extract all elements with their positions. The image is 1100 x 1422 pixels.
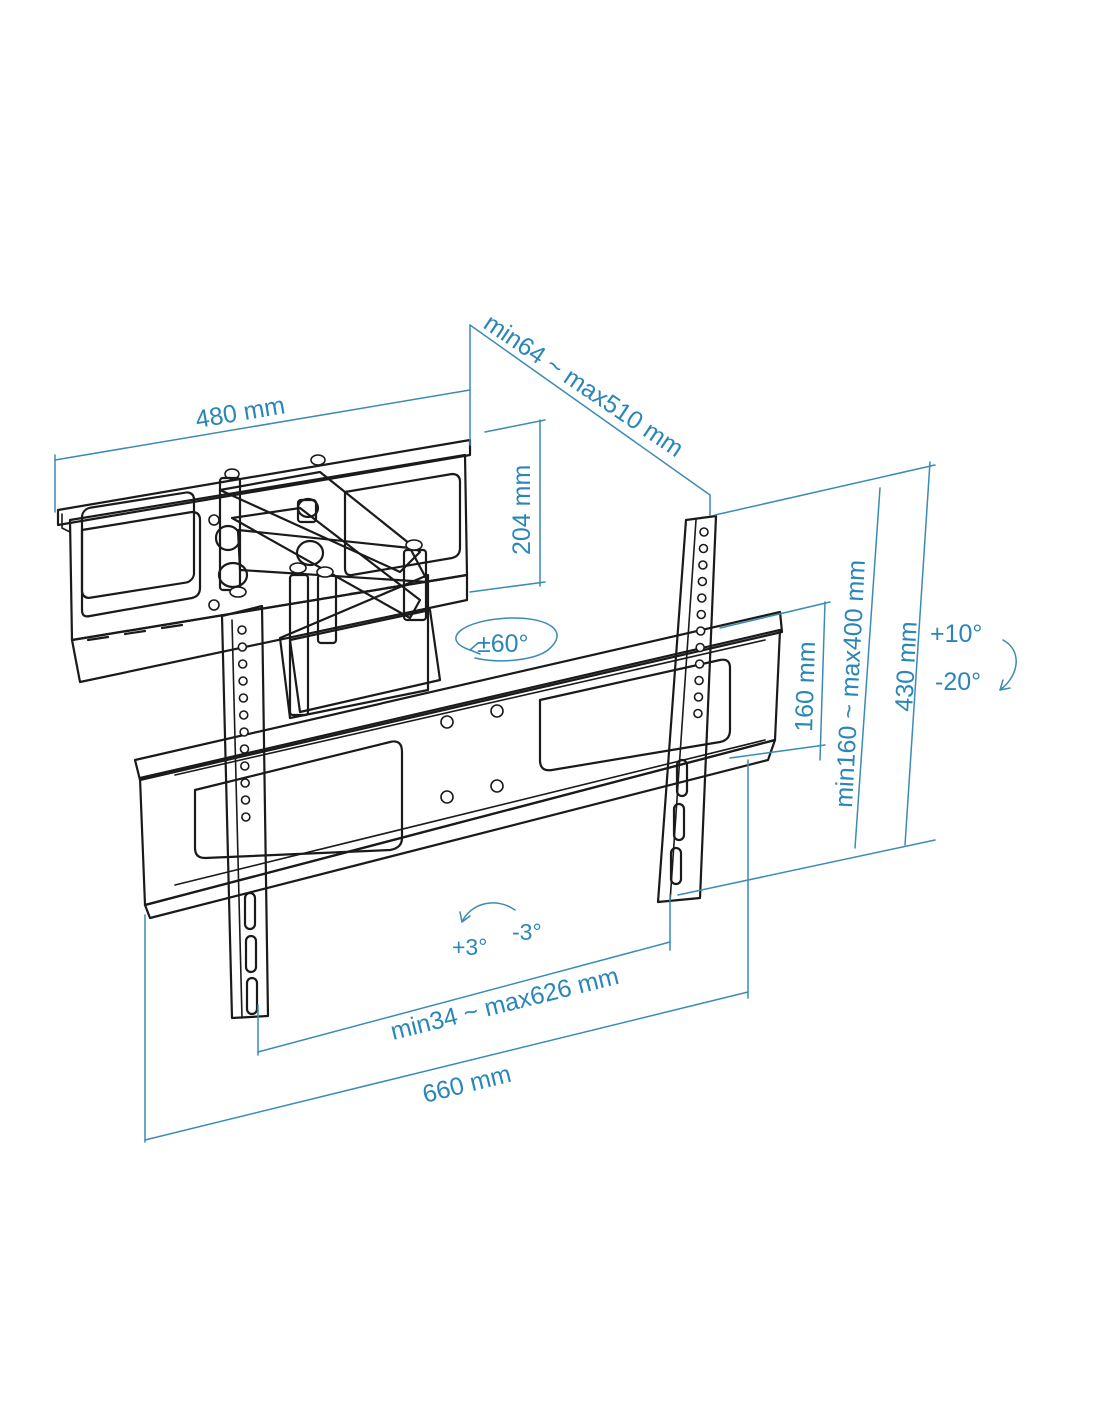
bracket-hole bbox=[240, 778, 250, 788]
level-minus-label: -3° bbox=[512, 919, 542, 945]
level-rotation-arrow-icon bbox=[459, 902, 516, 923]
bracket-hole bbox=[238, 676, 248, 686]
left-vertical-bracket bbox=[220, 604, 270, 1020]
bracket-hole bbox=[693, 692, 704, 702]
depth-label: min64 ~ max510 mm bbox=[479, 309, 689, 463]
swivel-arrow-icon bbox=[455, 617, 558, 662]
bracket-hole bbox=[239, 744, 250, 754]
wall-plate-top-bolts bbox=[208, 454, 326, 611]
level-plus-label: +3° bbox=[452, 934, 487, 960]
bracket-hole bbox=[238, 710, 249, 720]
bracket-hole bbox=[695, 642, 705, 653]
bracket-hole bbox=[699, 527, 709, 537]
tv-frame-center-holes bbox=[440, 704, 504, 804]
bracket-hole bbox=[696, 593, 707, 603]
wall-width-label: 480 mm bbox=[193, 391, 287, 434]
bracket-hole bbox=[238, 693, 249, 703]
right-vertical-bracket bbox=[656, 514, 718, 904]
wall-height-label: 204 mm bbox=[508, 465, 536, 555]
bracket-hole bbox=[237, 642, 248, 652]
bracket-hole bbox=[240, 795, 251, 805]
bracket-hole bbox=[694, 659, 705, 669]
swivel-label: ±60° bbox=[477, 630, 529, 658]
tilt-up-label: +10° bbox=[930, 620, 982, 648]
vesa-width-range-label: min34 ~ max626 mm bbox=[388, 962, 622, 1046]
articulating-arms bbox=[214, 470, 442, 720]
bracket-hole bbox=[694, 675, 704, 686]
dimension-lines bbox=[54, 324, 936, 1143]
overall-height-label: 430 mm bbox=[890, 621, 923, 713]
tilt-down-label: -20° bbox=[935, 668, 981, 696]
wall-plate-slots bbox=[86, 577, 446, 642]
bracket-hole bbox=[698, 543, 709, 554]
bracket-hole bbox=[237, 659, 248, 669]
bracket-hole bbox=[693, 708, 703, 719]
vesa-height-range-label: min160 ~ max400 mm bbox=[830, 559, 871, 808]
bracket-hole bbox=[237, 625, 247, 635]
bracket-hole bbox=[241, 812, 251, 822]
min-vesa-height-label: 160 mm bbox=[790, 641, 821, 732]
bracket-hole bbox=[698, 560, 708, 570]
overall-width-label: 660 mm bbox=[420, 1060, 514, 1109]
tv-frame bbox=[133, 610, 784, 920]
bracket-hole bbox=[240, 761, 250, 771]
bracket-hole bbox=[697, 576, 708, 587]
bracket-hole bbox=[696, 609, 707, 620]
bracket-hole bbox=[695, 626, 706, 636]
tilt-arrow-icon bbox=[999, 639, 1017, 691]
bracket-hole bbox=[239, 727, 249, 737]
wall-plate bbox=[56, 438, 472, 684]
